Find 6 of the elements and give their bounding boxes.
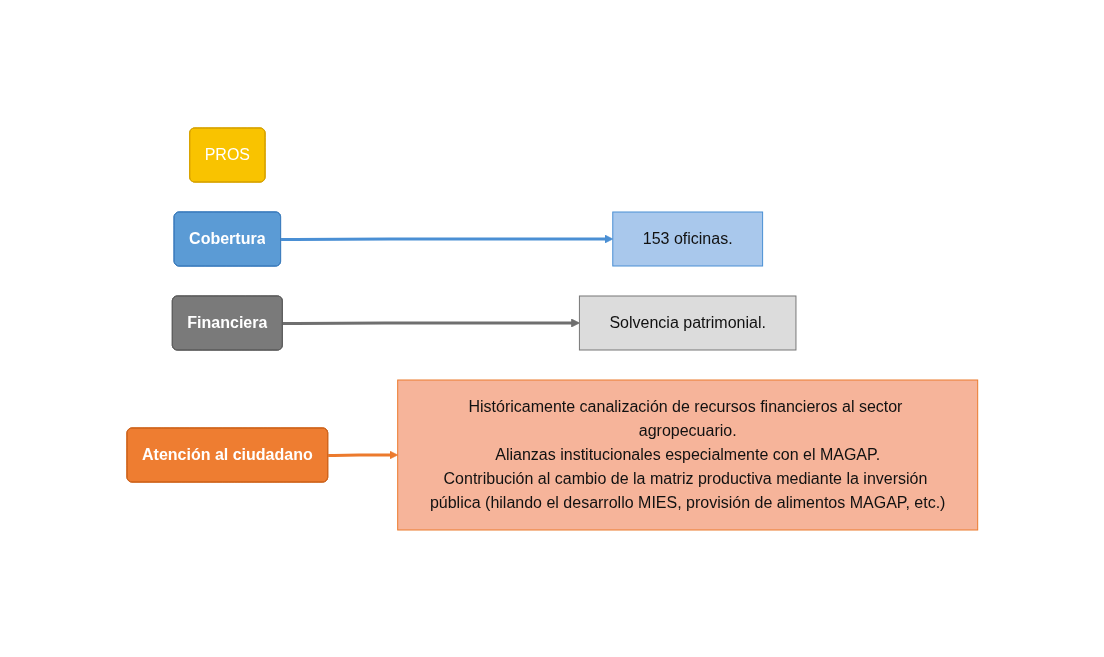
node-box: Históricamente canalización de recursos financieros al sector agropecuario. Alianzas institucionales especialmente con el MAGAP. Contribución al cambio de la matriz productiva mediante la inversión pública (hilando el desarrollo MIES, provisión de alimentos MAGAP, etc.) bbox=[396, 379, 978, 530]
node-box: 153 oficinas. bbox=[611, 211, 763, 266]
node-box: Solvencia patrimonial. bbox=[578, 295, 797, 350]
arrow bbox=[282, 318, 580, 327]
arrow bbox=[280, 234, 613, 243]
arrow bbox=[327, 450, 398, 459]
